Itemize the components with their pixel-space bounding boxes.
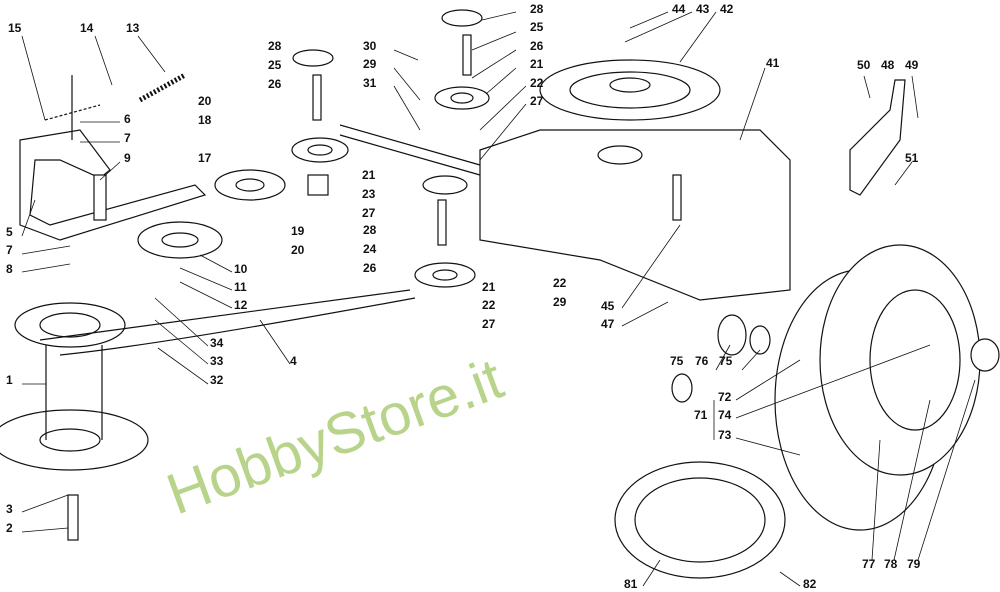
callout-label: 73 xyxy=(718,428,732,442)
callout-label: 28 xyxy=(268,39,282,53)
callout-label: 13 xyxy=(126,21,140,35)
callout-label: 22 xyxy=(553,276,567,290)
callout-label: 43 xyxy=(696,2,710,16)
callout-label: 26 xyxy=(363,261,377,275)
callout-label: 27 xyxy=(482,317,496,331)
callout-label: 33 xyxy=(210,354,224,368)
callout-label: 76 xyxy=(695,354,709,368)
callout-label: 22 xyxy=(530,76,544,90)
callout-label: 6 xyxy=(124,112,131,126)
callout-label: 78 xyxy=(884,557,898,571)
callout-label: 2 xyxy=(6,521,13,535)
callout-label: 31 xyxy=(363,76,377,90)
callout-label: 20 xyxy=(198,94,212,108)
callout-label: 22 xyxy=(482,298,496,312)
callout-label: 75 xyxy=(670,354,684,368)
callout-label: 5 xyxy=(6,225,13,239)
callout-label: 1 xyxy=(6,373,13,387)
callout-label: 21 xyxy=(482,280,496,294)
callout-label: 49 xyxy=(905,58,919,72)
callout-label: 29 xyxy=(553,295,567,309)
callout-label: 71 xyxy=(694,408,708,422)
callout-label: 3 xyxy=(6,502,13,516)
callout-label: 34 xyxy=(210,336,224,350)
callout-label: 21 xyxy=(362,168,376,182)
callout-label: 51 xyxy=(905,151,919,165)
callout-label: 4 xyxy=(290,354,297,368)
callout-label: 12 xyxy=(234,298,248,312)
belt-part xyxy=(39,289,416,356)
callout-label: 18 xyxy=(198,113,212,127)
callout-label: 30 xyxy=(363,39,377,53)
callout-label: 20 xyxy=(291,243,305,257)
center-pulley-part xyxy=(291,9,490,288)
leader-lines xyxy=(21,11,976,587)
callout-label: 79 xyxy=(907,557,921,571)
callout-label: 26 xyxy=(268,77,282,91)
callout-label: 41 xyxy=(766,56,780,70)
callout-label: 29 xyxy=(363,57,377,71)
drive-pulley-part xyxy=(0,302,149,541)
callout-label: 15 xyxy=(8,21,22,35)
wheel-part xyxy=(614,244,1000,579)
callout-label: 48 xyxy=(881,58,895,72)
callout-label: 82 xyxy=(803,577,817,591)
transmission-part xyxy=(339,59,791,301)
callout-label: 32 xyxy=(210,373,224,387)
callout-label: 27 xyxy=(530,94,544,108)
callout-label: 44 xyxy=(672,2,686,16)
callout-label: 42 xyxy=(720,2,734,16)
callout-label: 50 xyxy=(857,58,871,72)
bracket-part xyxy=(849,79,906,196)
callout-label: 26 xyxy=(530,39,544,53)
callout-label: 7 xyxy=(6,243,13,257)
callout-label: 28 xyxy=(363,223,377,237)
callout-label: 21 xyxy=(530,57,544,71)
callout-label: 17 xyxy=(198,151,212,165)
callout-label: 72 xyxy=(718,390,732,404)
callout-label: 8 xyxy=(6,262,13,276)
callout-label: 75 xyxy=(719,354,733,368)
callout-label: 23 xyxy=(362,187,376,201)
callout-label: 77 xyxy=(862,557,876,571)
callout-label: 19 xyxy=(291,224,305,238)
callout-label: 81 xyxy=(624,577,638,591)
callout-label: 11 xyxy=(234,280,247,294)
callout-label: 45 xyxy=(601,299,615,313)
callout-label: 9 xyxy=(124,151,131,165)
callout-label: 25 xyxy=(530,20,544,34)
idler-bracket-part xyxy=(19,72,286,259)
callout-label: 10 xyxy=(234,262,248,276)
callout-label: 14 xyxy=(80,21,94,35)
callout-label: 7 xyxy=(124,131,131,145)
callout-label: 47 xyxy=(601,317,615,331)
callout-label: 25 xyxy=(268,58,282,72)
callout-label: 28 xyxy=(530,2,544,16)
callout-label: 74 xyxy=(718,408,732,422)
callout-label: 24 xyxy=(363,242,377,256)
callout-label: 27 xyxy=(362,206,376,220)
